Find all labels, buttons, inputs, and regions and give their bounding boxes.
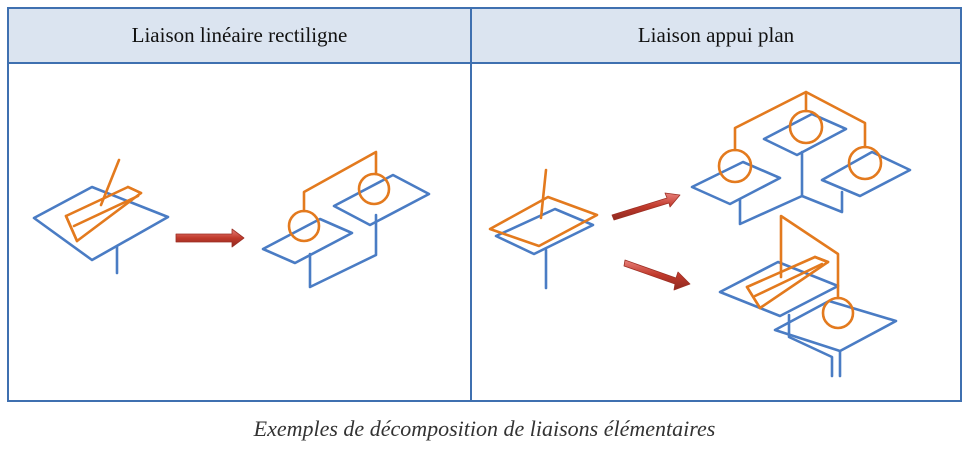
plane-a	[690, 160, 782, 206]
plane-b	[762, 112, 848, 157]
linear-rectilinear-decomposed	[261, 150, 431, 289]
plane	[32, 185, 170, 262]
bracket	[308, 213, 378, 289]
decomposition-table: Liaison linéaire rectiligne Liaison appu…	[7, 7, 962, 402]
prism-stem	[99, 158, 121, 207]
three-spheres-decomposition	[690, 90, 912, 226]
frame	[302, 150, 378, 213]
upper-plane	[488, 195, 599, 248]
upper-stem	[539, 168, 548, 220]
arrow-down	[623, 259, 691, 291]
plane-prism	[718, 260, 840, 318]
bracket	[787, 313, 842, 378]
upper-plane	[332, 173, 431, 227]
lower-plane	[261, 217, 354, 265]
header-plane-support: Liaison appui plan	[637, 23, 795, 47]
column-divider	[470, 9, 472, 400]
linear-rectilinear-symbol	[32, 158, 170, 275]
bracket-lower	[738, 150, 804, 226]
sphere-2	[357, 172, 391, 206]
frame	[779, 214, 840, 300]
figure-caption: Exemples de décomposition de liaisons él…	[253, 416, 716, 441]
plane-support-symbol	[488, 168, 599, 290]
table-header: Liaison linéaire rectiligne Liaison appu…	[9, 9, 960, 64]
header-linear-rectilinear: Liaison linéaire rectiligne	[131, 23, 348, 47]
arrow-up	[611, 192, 681, 221]
prism-sphere-decomposition	[718, 214, 898, 378]
plane-c	[820, 150, 912, 198]
arrow-left	[175, 228, 245, 248]
lower-plane	[494, 207, 595, 256]
plane-sphere	[773, 299, 898, 353]
